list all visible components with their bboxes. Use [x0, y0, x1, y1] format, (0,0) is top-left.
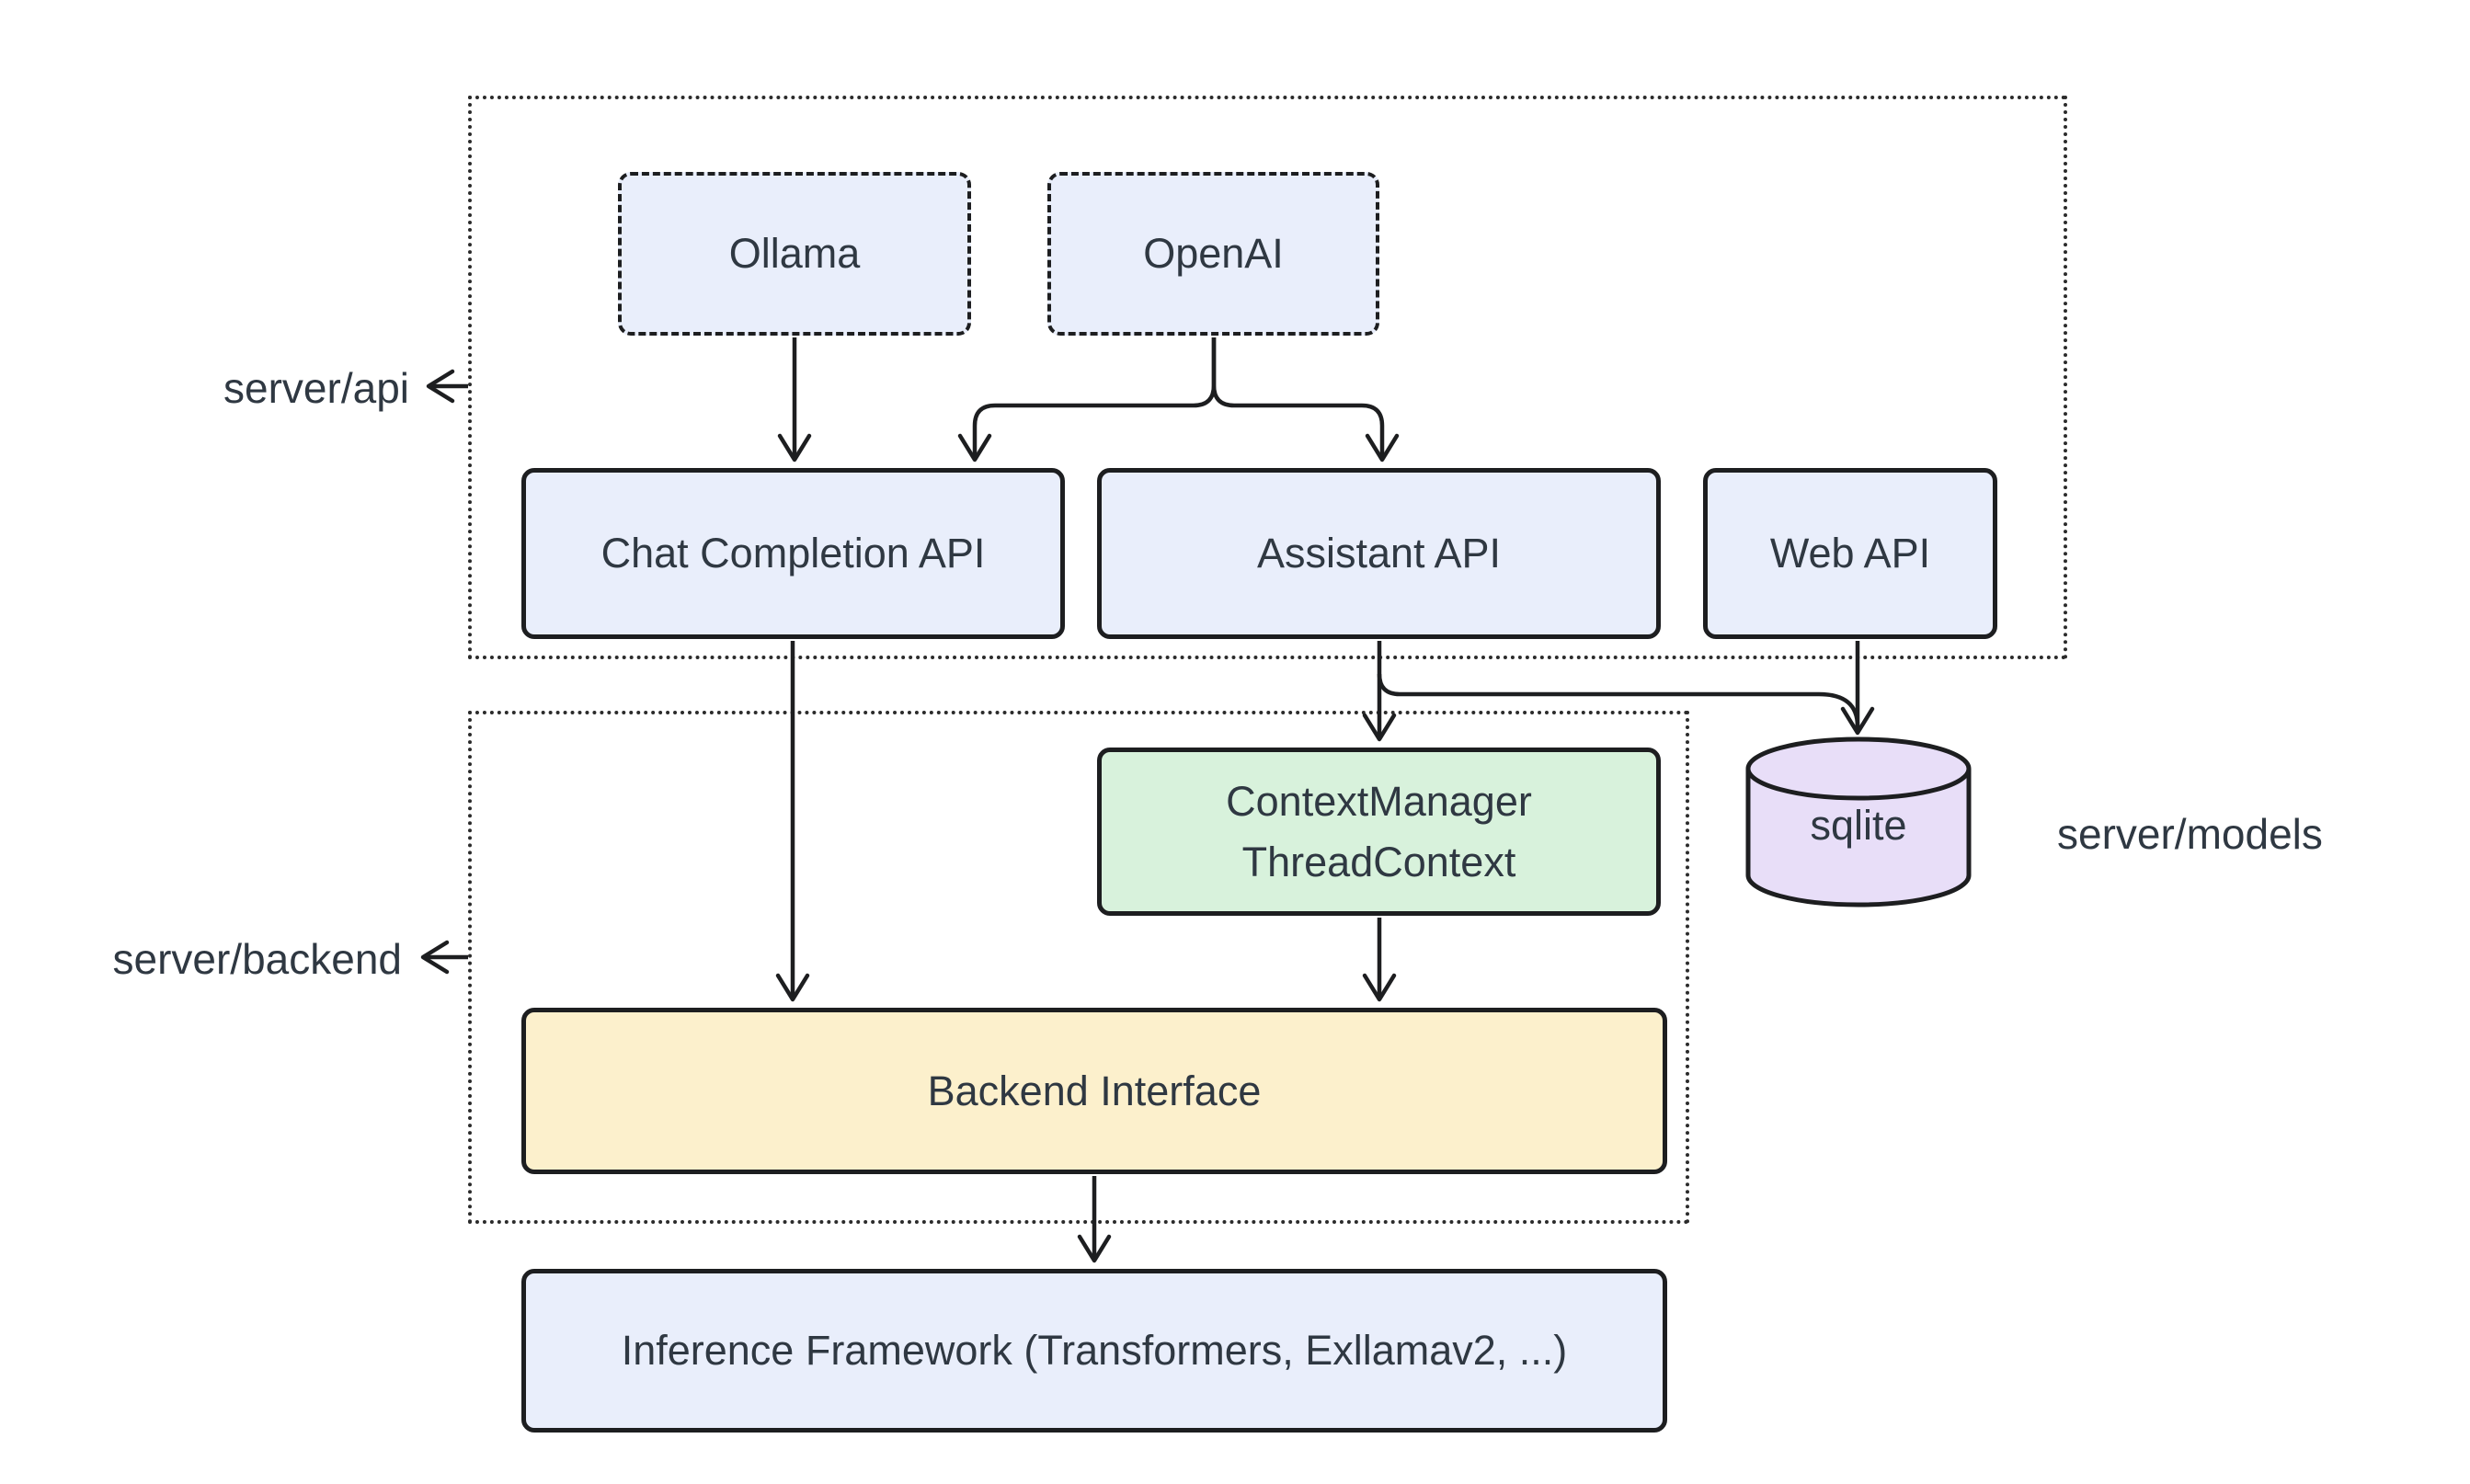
node-openai: OpenAI — [1047, 172, 1379, 336]
node-context-manager-line2: ThreadContext — [1241, 838, 1516, 885]
node-backend-interface-label: Backend Interface — [927, 1067, 1262, 1114]
node-web-api: Web API — [1703, 468, 1997, 639]
node-openai-label: OpenAI — [1143, 230, 1284, 278]
node-context-manager-line1: ContextManager — [1226, 778, 1532, 826]
server-api-container — [468, 96, 2067, 659]
node-sqlite-label: sqlite — [1810, 802, 1907, 849]
node-assistant-api: Assistant API — [1097, 468, 1661, 639]
node-context-manager: ContextManager ThreadContext — [1097, 748, 1661, 916]
node-assistant-api-label: Assistant API — [1256, 530, 1502, 577]
server-models-label: server/models — [2057, 810, 2323, 858]
node-inference-framework-label: Inference Framework (Transformers, Exlla… — [621, 1327, 1568, 1375]
node-ollama: Ollama — [618, 172, 971, 336]
node-chat-completion-api: Chat Completion API — [521, 468, 1065, 639]
node-web-api-label: Web API — [1769, 530, 1931, 577]
server-api-label: server/api — [223, 364, 409, 412]
database-cylinder-icon — [1745, 736, 1972, 908]
node-sqlite: sqlite — [1743, 736, 1974, 910]
node-inference-framework: Inference Framework (Transformers, Exlla… — [521, 1269, 1667, 1433]
node-chat-completion-api-label: Chat Completion API — [600, 530, 986, 577]
node-ollama-label: Ollama — [728, 230, 861, 278]
node-backend-interface: Backend Interface — [521, 1008, 1667, 1174]
server-backend-label: server/backend — [112, 935, 403, 983]
server-backend-container — [468, 711, 1689, 1224]
